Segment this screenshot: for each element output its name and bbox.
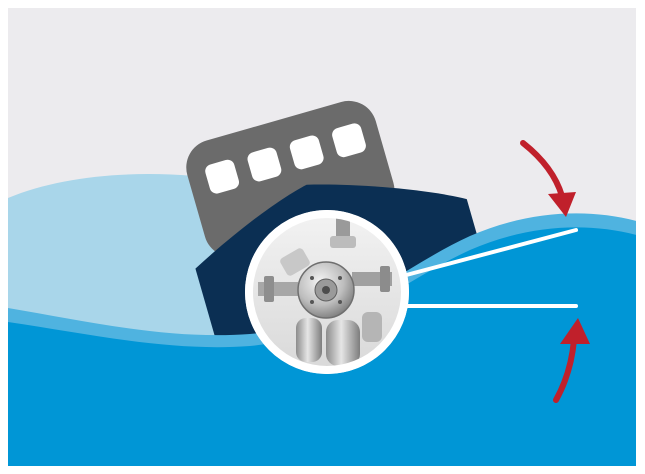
pump-inset [245, 210, 409, 374]
